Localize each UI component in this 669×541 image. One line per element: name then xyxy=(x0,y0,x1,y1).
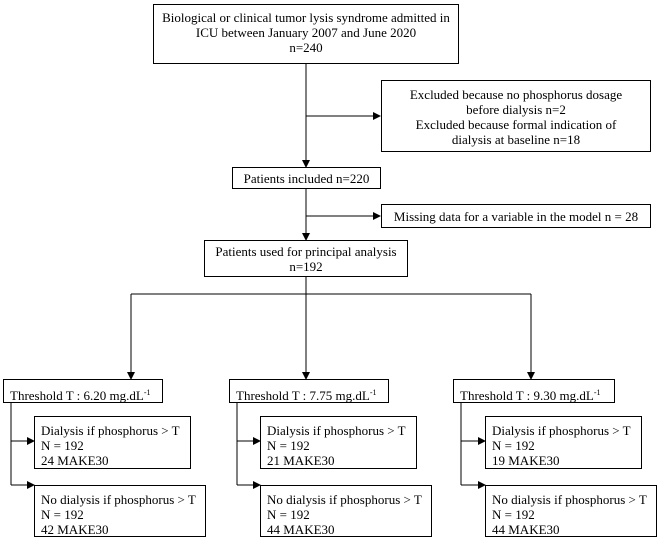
cohort-line-3: n=240 xyxy=(289,40,323,55)
dialysis-1-line-3: 24 MAKE30 xyxy=(41,453,109,468)
dialysis-3-line-3: 19 MAKE30 xyxy=(492,453,560,468)
no-dialysis-1-line-2: N = 192 xyxy=(41,507,84,522)
exclusion-line-1: Excluded because no phosphorus dosage xyxy=(409,87,623,102)
no-dialysis-box-2: No dialysis if phosphorus > T N = 192 44… xyxy=(260,485,432,537)
no-dialysis-1-line-1: No dialysis if phosphorus > T xyxy=(41,492,196,507)
included-box: Patients included n=220 xyxy=(232,167,381,189)
dialysis-box-1: Dialysis if phosphorus > T N = 192 24 MA… xyxy=(34,416,191,469)
principal-line-1: Patients used for principal analysis xyxy=(215,244,397,259)
threshold-3-label: Threshold T : 9.30 mg.dL xyxy=(460,388,594,403)
included-label: Patients included n=220 xyxy=(243,171,370,186)
exclusion-box: Excluded because no phosphorus dosage be… xyxy=(381,80,651,152)
exclusion-line-3: Excluded because formal indication of xyxy=(415,117,617,132)
dialysis-box-2: Dialysis if phosphorus > T N = 192 21 MA… xyxy=(260,416,417,469)
no-dialysis-3-line-1: No dialysis if phosphorus > T xyxy=(492,492,647,507)
threshold-box-3: Threshold T : 9.30 mg.dL-1 xyxy=(453,379,615,403)
no-dialysis-3-line-2: N = 192 xyxy=(492,507,535,522)
dialysis-2-line-3: 21 MAKE30 xyxy=(267,453,335,468)
no-dialysis-box-1: No dialysis if phosphorus > T N = 192 42… xyxy=(34,485,206,537)
threshold-2-label: Threshold T : 7.75 mg.dL xyxy=(236,388,370,403)
missing-data-label: Missing data for a variable in the model… xyxy=(393,209,639,224)
threshold-1-sup: -1 xyxy=(143,388,151,397)
threshold-2-sup: -1 xyxy=(369,388,377,397)
dialysis-1-line-1: Dialysis if phosphorus > T xyxy=(41,423,180,438)
no-dialysis-2-line-3: 44 MAKE30 xyxy=(267,522,335,537)
principal-line-2: n=192 xyxy=(289,259,323,274)
dialysis-box-3: Dialysis if phosphorus > T N = 192 19 MA… xyxy=(485,416,642,469)
threshold-3-sup: -1 xyxy=(593,388,601,397)
no-dialysis-3-line-3: 44 MAKE30 xyxy=(492,522,560,537)
dialysis-1-line-2: N = 192 xyxy=(41,438,84,453)
no-dialysis-1-line-3: 42 MAKE30 xyxy=(41,522,109,537)
threshold-1-label: Threshold T : 6.20 mg.dL xyxy=(10,388,144,403)
dialysis-3-line-1: Dialysis if phosphorus > T xyxy=(492,423,631,438)
cohort-line-2: ICU between January 2007 and June 2020 xyxy=(195,25,417,40)
principal-analysis-box: Patients used for principal analysis n=1… xyxy=(204,240,408,277)
dialysis-2-line-2: N = 192 xyxy=(267,438,310,453)
threshold-box-1: Threshold T : 6.20 mg.dL-1 xyxy=(3,379,163,403)
cohort-line-1: Biological or clinical tumor lysis syndr… xyxy=(162,10,450,25)
cohort-box: Biological or clinical tumor lysis syndr… xyxy=(153,4,459,64)
missing-data-box: Missing data for a variable in the model… xyxy=(381,204,651,228)
dialysis-2-line-1: Dialysis if phosphorus > T xyxy=(267,423,406,438)
threshold-box-2: Threshold T : 7.75 mg.dL-1 xyxy=(229,379,389,403)
dialysis-3-line-2: N = 192 xyxy=(492,438,535,453)
no-dialysis-2-line-1: No dialysis if phosphorus > T xyxy=(267,492,422,507)
no-dialysis-2-line-2: N = 192 xyxy=(267,507,310,522)
exclusion-line-2: before dialysis n=2 xyxy=(466,102,566,117)
no-dialysis-box-3: No dialysis if phosphorus > T N = 192 44… xyxy=(485,485,657,537)
exclusion-line-4: dialysis at baseline n=18 xyxy=(451,132,581,147)
